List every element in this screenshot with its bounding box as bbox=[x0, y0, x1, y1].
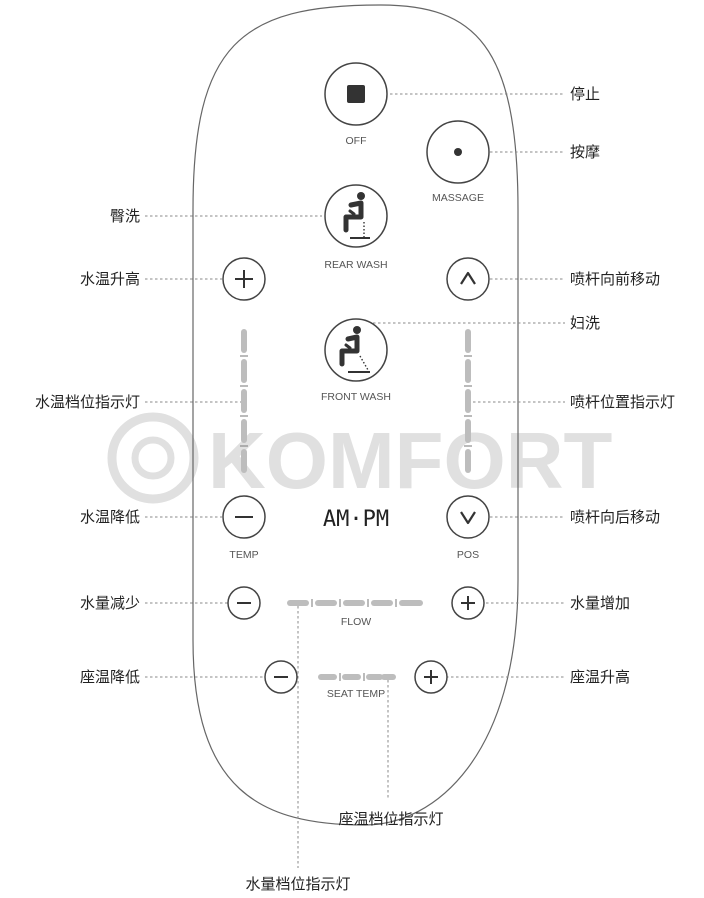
nozzle-forward-button[interactable] bbox=[446, 257, 490, 301]
remote-body bbox=[192, 4, 519, 826]
seated-person-rear-icon bbox=[343, 192, 370, 239]
chevron-down-icon bbox=[460, 511, 476, 525]
water-temp-up-button[interactable] bbox=[222, 257, 266, 301]
watermark-text: KOMFORT bbox=[208, 416, 613, 505]
callout-nozzle-forward: 喷杆向前移动 bbox=[570, 270, 660, 288]
callout-flow-indicator: 水量档位指示灯 bbox=[245, 875, 350, 893]
pos-label: POS bbox=[457, 549, 479, 561]
flow-up-button[interactable] bbox=[451, 586, 485, 620]
nozzle-backward-button[interactable] bbox=[446, 495, 490, 539]
seated-person-front-icon bbox=[339, 326, 370, 373]
massage-dot-icon bbox=[454, 148, 462, 156]
ampm-display: AM·PM bbox=[323, 507, 389, 532]
callout-water-temp-up: 水温升高 bbox=[80, 270, 140, 288]
nozzle-position-indicator-ticks bbox=[464, 355, 472, 447]
front-wash-label: FRONT WASH bbox=[321, 391, 391, 403]
callout-stop: 停止 bbox=[570, 85, 600, 103]
front-wash-button[interactable] bbox=[324, 318, 388, 382]
callout-flow-up: 水量增加 bbox=[570, 594, 630, 612]
callout-front-wash: 妇洗 bbox=[570, 314, 600, 332]
callout-water-temp-indicator: 水温档位指示灯 bbox=[35, 393, 140, 411]
seat-temp-up-button[interactable] bbox=[414, 660, 448, 694]
flow-down-button[interactable] bbox=[227, 586, 261, 620]
leader-lines bbox=[145, 93, 565, 868]
massage-label: MASSAGE bbox=[432, 192, 484, 204]
plus-icon bbox=[461, 596, 475, 610]
off-button[interactable] bbox=[324, 62, 388, 126]
seat-temp-label: SEAT TEMP bbox=[327, 688, 385, 700]
water-temp-down-button[interactable] bbox=[222, 495, 266, 539]
rear-wash-button[interactable] bbox=[324, 184, 388, 248]
off-label: OFF bbox=[346, 135, 367, 147]
callout-nozzle-position-indicator: 喷杆位置指示灯 bbox=[570, 393, 675, 411]
callout-seat-temp-up: 座温升高 bbox=[570, 668, 630, 686]
callout-massage: 按摩 bbox=[570, 143, 600, 161]
komfort-watermark: KOMFORT bbox=[107, 412, 613, 505]
plus-icon bbox=[235, 270, 253, 288]
plus-icon bbox=[424, 670, 438, 684]
callout-seat-temp-indicator: 座温档位指示灯 bbox=[338, 810, 443, 828]
seat-temp-indicator-ticks bbox=[339, 673, 365, 681]
chevron-up-icon bbox=[460, 271, 476, 285]
callout-nozzle-backward: 喷杆向后移动 bbox=[570, 508, 660, 526]
callout-rear-wash: 臀洗 bbox=[110, 207, 140, 225]
callout-water-temp-down: 水温降低 bbox=[80, 508, 140, 526]
seat-temp-down-button[interactable] bbox=[264, 660, 298, 694]
stop-square-icon bbox=[347, 85, 365, 103]
callout-flow-down: 水量减少 bbox=[80, 594, 140, 612]
callout-labels: 停止 按摩 臀洗 水温升高 喷杆向前移动 妇洗 水温档位指示灯 喷杆位置指示灯 … bbox=[35, 85, 675, 893]
flow-label: FLOW bbox=[341, 616, 371, 628]
flow-indicator-ticks bbox=[311, 599, 397, 607]
massage-button[interactable] bbox=[426, 120, 490, 184]
water-temp-indicator-ticks bbox=[240, 355, 248, 447]
temp-label: TEMP bbox=[229, 549, 258, 561]
callout-seat-temp-down: 座温降低 bbox=[80, 668, 140, 686]
rear-wash-label: REAR WASH bbox=[324, 259, 387, 271]
